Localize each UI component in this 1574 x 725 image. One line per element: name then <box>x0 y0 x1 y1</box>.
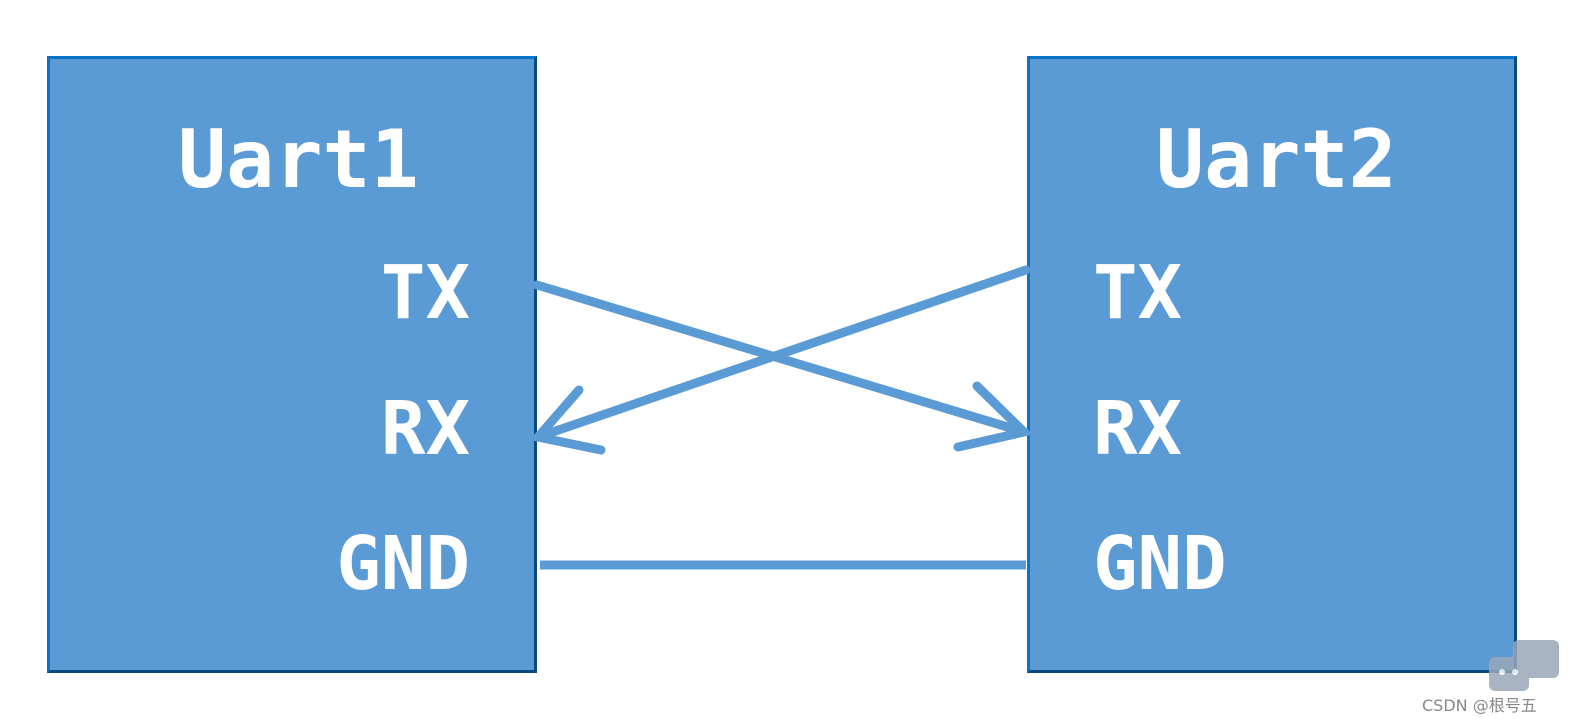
uart2-title: Uart2 <box>1156 113 1397 206</box>
uart1-title: Uart1 <box>178 113 419 206</box>
wire-tx2-to-rx1 <box>533 265 1031 442</box>
uart1-gnd-label: GND <box>336 521 470 607</box>
uart1-tx-label: TX <box>380 250 470 336</box>
uart1-box <box>47 56 537 673</box>
arrowhead-rx1 <box>529 385 606 455</box>
csdn-logo-icon <box>1489 640 1559 691</box>
uart2-box <box>1027 56 1517 673</box>
watermark: CSDN @根号五 <box>1422 696 1537 715</box>
arrowhead-rx2 <box>953 381 1034 452</box>
uart1-rx-label: RX <box>380 386 470 472</box>
uart2-rx-label: RX <box>1093 386 1183 472</box>
uart2-gnd-label: GND <box>1093 521 1227 607</box>
uart2-tx-label: TX <box>1093 250 1183 336</box>
